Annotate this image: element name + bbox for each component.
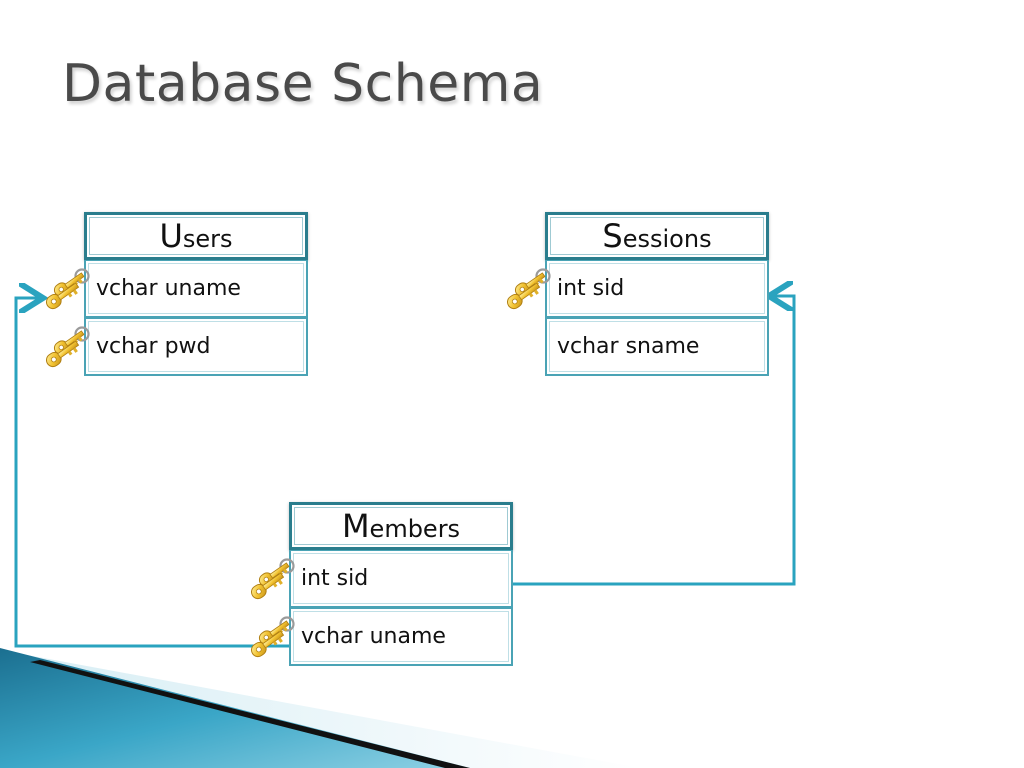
table-sessions[interactable]: Sessions int sid vchar sname <box>503 212 769 376</box>
key-icon <box>247 558 295 603</box>
slide-title: Database Schema <box>62 54 544 114</box>
field-label: vchar uname <box>301 624 446 649</box>
connector-members-users <box>14 298 290 648</box>
key-icon <box>42 268 90 313</box>
table-members[interactable]: Members int sid vchar uname <box>247 502 513 666</box>
field-members-sid[interactable]: int sid <box>247 550 513 608</box>
key-icon <box>42 326 90 371</box>
table-users[interactable]: Users vchar uname vchar pwd <box>42 212 308 376</box>
field-users-uname[interactable]: vchar uname <box>42 260 308 318</box>
field-members-uname[interactable]: vchar uname <box>247 608 513 666</box>
field-label: vchar uname <box>96 276 241 301</box>
table-sessions-header[interactable]: Sessions <box>545 212 769 260</box>
table-members-header[interactable]: Members <box>289 502 513 550</box>
field-sessions-sname[interactable]: vchar sname <box>545 318 769 376</box>
connector-members-sessions <box>512 296 796 586</box>
field-label: int sid <box>301 566 369 591</box>
field-sessions-sid[interactable]: int sid <box>503 260 769 318</box>
field-users-pwd[interactable]: vchar pwd <box>42 318 308 376</box>
key-icon <box>503 268 551 313</box>
table-users-name: Users <box>159 217 233 255</box>
table-members-name: Members <box>341 507 461 545</box>
table-sessions-name: Sessions <box>602 217 712 255</box>
key-icon <box>247 616 295 661</box>
field-label: vchar sname <box>557 334 700 359</box>
field-label: int sid <box>557 276 625 301</box>
table-users-header[interactable]: Users <box>84 212 308 260</box>
field-label: vchar pwd <box>96 334 211 359</box>
